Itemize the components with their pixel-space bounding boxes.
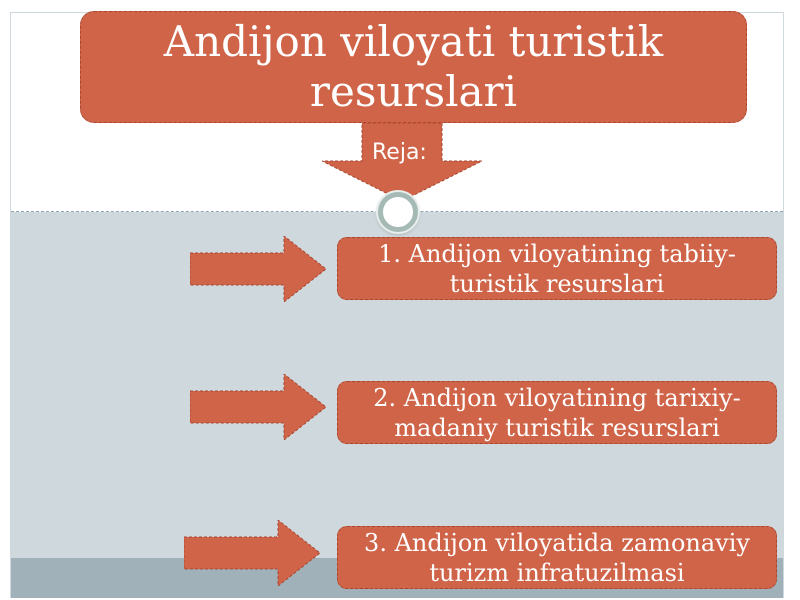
right-arrow-3: [184, 520, 320, 586]
plan-item-3: 3. Andijon viloyatida zamonaviy turizm i…: [337, 526, 777, 589]
down-arrow: [322, 123, 482, 201]
right-arrow-2: [190, 374, 326, 440]
plan-item-2-label: 2. Andijon viloyatining tarixiy-madaniy …: [373, 383, 741, 442]
title-box: Andijon viloyati turistik resurslari: [80, 11, 747, 123]
connector-circle: [378, 192, 418, 232]
plan-item-3-label: 3. Andijon viloyatida zamonaviy turizm i…: [364, 528, 750, 587]
page-title: Andijon viloyati turistik resurslari: [163, 17, 664, 116]
plan-label: Reja:: [372, 140, 427, 165]
plan-item-2: 2. Andijon viloyatining tarixiy-madaniy …: [337, 381, 777, 444]
right-arrow-1: [190, 236, 326, 302]
plan-item-1: 1. Andijon viloyatining tabiiy-turistik …: [337, 237, 777, 300]
plan-item-1-label: 1. Andijon viloyatining tabiiy-turistik …: [378, 239, 736, 298]
